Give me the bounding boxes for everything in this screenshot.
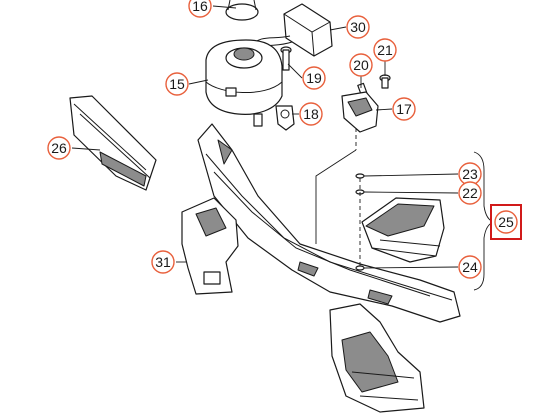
callout-25-label: 25 bbox=[498, 214, 514, 230]
callout-30-label: 30 bbox=[350, 19, 366, 35]
callout-22[interactable]: 22 bbox=[458, 181, 482, 205]
part-17-bracket[interactable] bbox=[341, 91, 379, 133]
part-15-expansion-tank[interactable] bbox=[205, 39, 283, 127]
callout-18[interactable]: 18 bbox=[299, 102, 323, 126]
callout-17[interactable]: 17 bbox=[392, 97, 416, 121]
part-19-bolt[interactable] bbox=[280, 46, 292, 71]
part-31-side-bracket[interactable] bbox=[181, 197, 239, 295]
part-24-nut[interactable] bbox=[355, 265, 365, 271]
callout-21[interactable]: 21 bbox=[373, 38, 397, 62]
callout-21-label: 21 bbox=[377, 42, 393, 58]
callout-30[interactable]: 30 bbox=[346, 15, 370, 39]
callout-24-label: 24 bbox=[462, 259, 478, 275]
callout-31-label: 31 bbox=[155, 254, 171, 270]
part-21-bolt[interactable] bbox=[379, 74, 391, 89]
callout-24[interactable]: 24 bbox=[458, 255, 482, 279]
callout-25-selected[interactable]: 25 bbox=[490, 204, 522, 240]
part-26-foam-block[interactable] bbox=[69, 95, 157, 191]
part-23-washer[interactable] bbox=[355, 173, 365, 179]
callout-26-label: 26 bbox=[51, 140, 67, 156]
part-18-clip[interactable] bbox=[275, 105, 295, 131]
part-16-filler-cap[interactable] bbox=[225, 0, 259, 21]
carrier-cross-member[interactable] bbox=[197, 123, 461, 323]
callout-23-label: 23 bbox=[462, 166, 478, 182]
callout-26[interactable]: 26 bbox=[47, 136, 71, 160]
callout-15[interactable]: 15 bbox=[165, 72, 189, 96]
callout-19[interactable]: 19 bbox=[302, 66, 326, 90]
callout-17-label: 17 bbox=[396, 101, 412, 117]
callout-16-label: 16 bbox=[192, 0, 208, 14]
lower-support-leg[interactable] bbox=[329, 303, 425, 413]
callout-22-label: 22 bbox=[462, 185, 478, 201]
callout-16[interactable]: 16 bbox=[188, 0, 212, 18]
callout-18-label: 18 bbox=[303, 106, 319, 122]
callout-20[interactable]: 20 bbox=[349, 53, 373, 77]
callout-20-label: 20 bbox=[353, 57, 369, 73]
callout-31[interactable]: 31 bbox=[151, 250, 175, 274]
callout-23[interactable]: 23 bbox=[458, 162, 482, 186]
callout-15-label: 15 bbox=[169, 76, 185, 92]
air-guide[interactable] bbox=[361, 197, 445, 263]
leader-lines bbox=[71, 5, 495, 291]
callout-19-label: 19 bbox=[306, 70, 322, 86]
